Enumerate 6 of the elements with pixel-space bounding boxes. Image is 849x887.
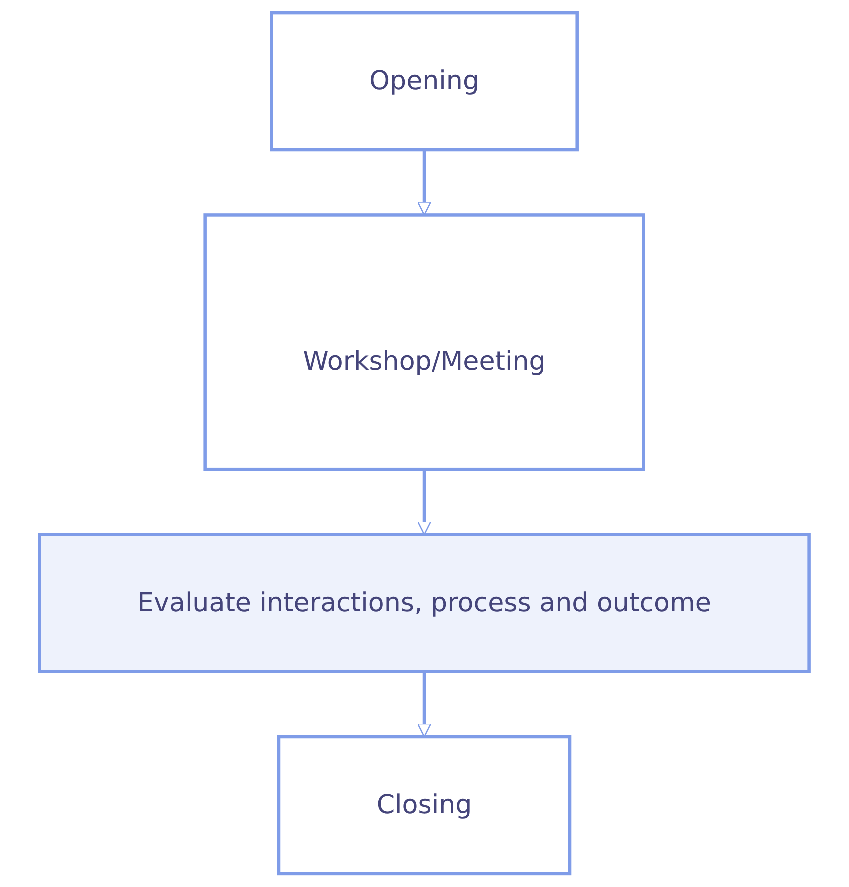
arrow [417, 470, 432, 536]
node-box: Closing [277, 735, 572, 876]
node-box: Evaluate interactions, process and outcome [38, 533, 811, 674]
node-box: Opening [270, 11, 579, 152]
node-box: Workshop/Meeting [204, 214, 646, 472]
arrow [417, 150, 432, 216]
